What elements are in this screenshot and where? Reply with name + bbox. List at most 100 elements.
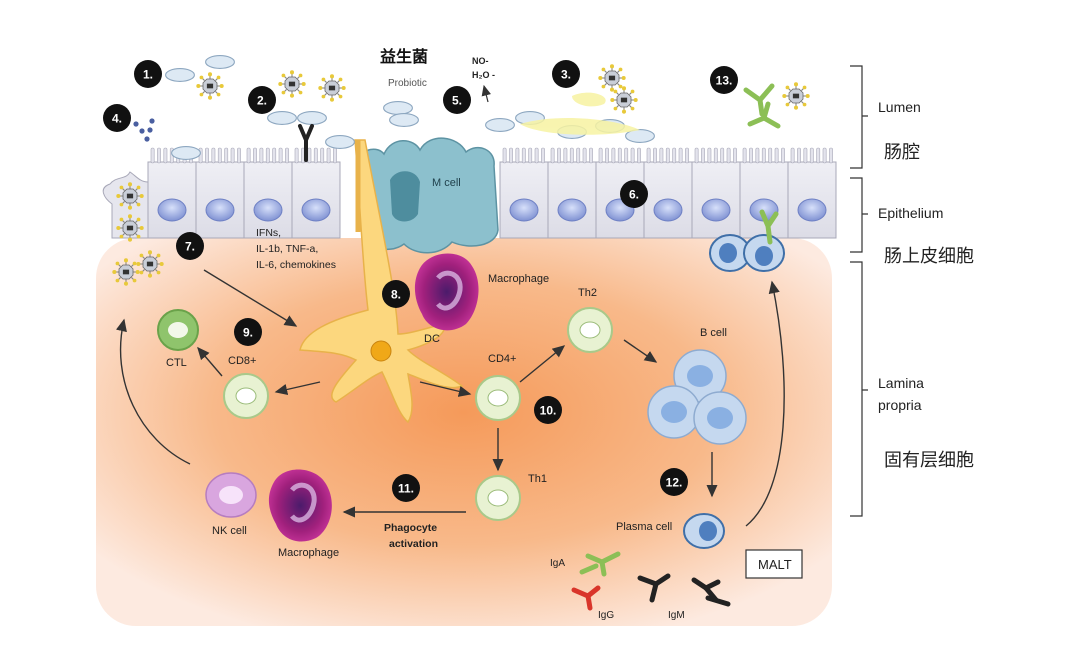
step-badge-label: 13. (716, 74, 733, 88)
iga-antibody (579, 551, 621, 577)
step-badge-5: 5. (443, 86, 471, 114)
iga-label: IgA (550, 558, 565, 569)
pathway-arrows (116, 269, 785, 527)
cd8-cell: CD8+ (223, 355, 269, 419)
step-badge-12: 12. (660, 468, 688, 496)
m-cell: M cell (359, 137, 499, 254)
phagocyte-line-1: Phagocyte (384, 522, 437, 534)
dendritic-cell: DC (299, 139, 464, 424)
malt-label: MALT (758, 557, 792, 572)
bacterium (171, 146, 201, 160)
epithelial-cell (291, 147, 341, 239)
virus-particle (278, 70, 306, 98)
dc-label: DC (424, 333, 440, 345)
no-label: NO- (472, 56, 489, 66)
cytokines-line-1: IFNs, (256, 227, 281, 239)
region-lamina-en-2: propria (878, 397, 922, 413)
cytokines-line-2: IL-1b, TNF-a, (256, 243, 318, 255)
ctl-cell: CTL (157, 309, 199, 369)
step-badges: 1.2.3.4.5.6.7.8.9.10.11.12.13. (103, 60, 738, 502)
small-molecule-dot (144, 136, 150, 142)
nk-cell: NK cell (205, 472, 257, 537)
th1-cell: Th1 (475, 473, 547, 521)
step-badge-8: 8. (382, 280, 410, 308)
nk-cell-label: NK cell (212, 525, 247, 537)
virus-particle (782, 82, 810, 110)
region-epithelium-zh: 肠上皮细胞 (884, 246, 974, 267)
h2o-label: H₂O - (472, 70, 495, 80)
step-badge-4: 4. (103, 104, 131, 132)
epithelial-cell (739, 147, 789, 239)
step-badge-label: 5. (452, 94, 462, 108)
bacterium (325, 135, 355, 149)
cytokines-line-3: IL-6, chemokines (256, 259, 336, 271)
bacterium (267, 111, 297, 125)
step-badge-label: 6. (629, 188, 639, 202)
virus-particle (196, 72, 224, 100)
title-probiotic-zh: 益生菌 (380, 47, 428, 66)
step-badge-label: 1. (143, 68, 153, 82)
b-cell-label: B cell (700, 327, 727, 339)
small-molecule-dot (147, 127, 153, 133)
igm-label: IgM (668, 610, 685, 621)
igm-antibody (637, 573, 731, 607)
b-cell-cluster: B cell (647, 327, 747, 445)
region-lamina-zh: 固有层细胞 (884, 450, 974, 471)
macrophage-top: Macrophage (414, 253, 549, 331)
step-badge-label: 8. (391, 288, 401, 302)
virus-particle (136, 250, 164, 278)
macrophage-bottom-label: Macrophage (278, 547, 339, 559)
small-molecule-dot (133, 121, 139, 127)
virus-particle (610, 86, 638, 114)
virus-particle (116, 182, 144, 210)
igg-label: IgG (598, 610, 614, 621)
epithelial-layer (102, 147, 837, 239)
epithelial-cell (243, 147, 293, 239)
epithelial-cell (195, 147, 245, 239)
bacterium (165, 68, 195, 82)
step-badge-label: 12. (666, 476, 683, 490)
epithelial-cell (147, 147, 197, 239)
step-badge-label: 10. (540, 404, 557, 418)
region-brackets (850, 65, 868, 517)
ctl-label: CTL (166, 357, 187, 369)
cd8-label: CD8+ (228, 355, 256, 367)
plasma-cell-label: Plasma cell (616, 521, 672, 533)
epithelial-cell (691, 147, 741, 239)
step-badge-1: 1. (134, 60, 162, 88)
m-cell-label: M cell (432, 177, 461, 189)
bacterium (205, 55, 235, 69)
bacterium (389, 113, 419, 127)
region-lamina-en-1: Lamina (878, 375, 924, 391)
step-badge-9: 9. (234, 318, 262, 346)
plasma-cell: Plasma cell (616, 513, 725, 549)
small-molecule-dot (139, 128, 145, 134)
epithelial-cell (787, 147, 837, 239)
small-molecule-dot (149, 118, 155, 124)
th2-label: Th2 (578, 287, 597, 299)
lumen-antibodies (298, 83, 781, 245)
probiotic-arrow (481, 84, 491, 103)
th1-label: Th1 (528, 473, 547, 485)
cd4-cell: CD4+ (475, 353, 521, 421)
epithelial-cell (643, 147, 693, 239)
epithelial-plasma-cells (709, 234, 785, 272)
step-badge-label: 9. (243, 326, 253, 340)
mucus-streaks (520, 92, 640, 135)
phagocyte-line-2: activation (389, 538, 438, 550)
virus-particle (598, 64, 626, 92)
virus-particle (112, 258, 140, 286)
bacterium (485, 118, 515, 132)
malt-box: MALT (745, 549, 803, 579)
step-badge-10: 10. (534, 396, 562, 424)
virus-particle (116, 214, 144, 242)
epithelial-cell (499, 147, 549, 239)
step-badge-7: 7. (176, 232, 204, 260)
bacterium (297, 111, 327, 125)
cd4-label: CD4+ (488, 353, 516, 365)
macrophage-bottom: Macrophage (268, 469, 339, 559)
step-badge-11: 11. (392, 474, 420, 502)
igg-antibody (571, 585, 601, 611)
region-lumen-zh: 肠腔 (884, 142, 920, 163)
